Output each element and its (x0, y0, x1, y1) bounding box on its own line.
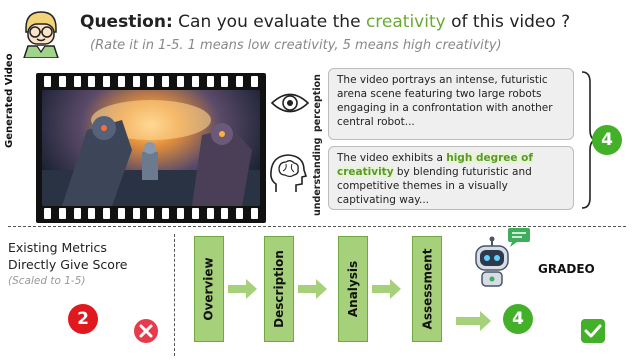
stage-analysis: Analysis (338, 236, 368, 342)
gradeo-label: GRADEO (538, 262, 595, 276)
stage-assessment-label: Assessment (420, 248, 435, 330)
arrow-1 (228, 278, 258, 300)
brain-head-icon (268, 152, 308, 196)
question-highlight: creativity (365, 12, 446, 32)
understanding-box: The video exhibits a high degree of crea… (328, 146, 574, 210)
arrow-4 (456, 310, 492, 332)
understanding-label: understanding (312, 137, 323, 216)
gradeo-score-badge: 4 (503, 304, 533, 334)
question-text-before: Can you evaluate the (178, 12, 361, 32)
existing-metrics-note: (Scaled to 1-5) (8, 275, 86, 287)
perception-box: The video portrays an intense, futuristi… (328, 68, 574, 140)
separator-line (8, 226, 626, 227)
question-subtitle: (Rate it in 1-5. 1 means low creativity,… (90, 38, 502, 53)
check-icon (580, 318, 606, 344)
film-holes-bottom (44, 208, 258, 220)
generated-video-label: Generated Video (4, 53, 15, 148)
student-icon (18, 8, 64, 59)
stage-description: Description (264, 236, 294, 342)
vertical-separator (174, 234, 175, 356)
understanding-text-after: by blending futuristic and competitive t… (337, 166, 532, 206)
cross-icon (133, 318, 159, 344)
existing-metrics-line1: Existing Metrics (8, 240, 107, 255)
robot-icon (472, 228, 536, 288)
stage-analysis-label: Analysis (346, 260, 361, 318)
top-score-badge: 4 (592, 125, 622, 155)
stage-overview: Overview (194, 236, 224, 342)
existing-metrics-line2: Directly Give Score (8, 257, 128, 272)
question-label: Question: (80, 12, 173, 32)
video-film-strip (36, 73, 266, 223)
arrow-2 (298, 278, 328, 300)
perception-label: perception (312, 74, 323, 132)
stage-assessment: Assessment (412, 236, 442, 342)
question-title: Question: Can you evaluate the creativit… (80, 12, 570, 32)
film-holes-top (44, 76, 258, 88)
eye-icon (270, 88, 310, 118)
existing-score-badge: 2 (68, 304, 98, 334)
perception-text: The video portrays an intense, futuristi… (337, 74, 553, 128)
arrow-3 (372, 278, 402, 300)
robot-arena-image (42, 100, 260, 206)
stage-description-label: Description (272, 250, 286, 328)
stage-overview-label: Overview (202, 257, 216, 321)
question-text-after: of this video ? (451, 12, 571, 32)
video-frame (42, 90, 260, 206)
understanding-text-before: The video exhibits a (337, 152, 443, 164)
